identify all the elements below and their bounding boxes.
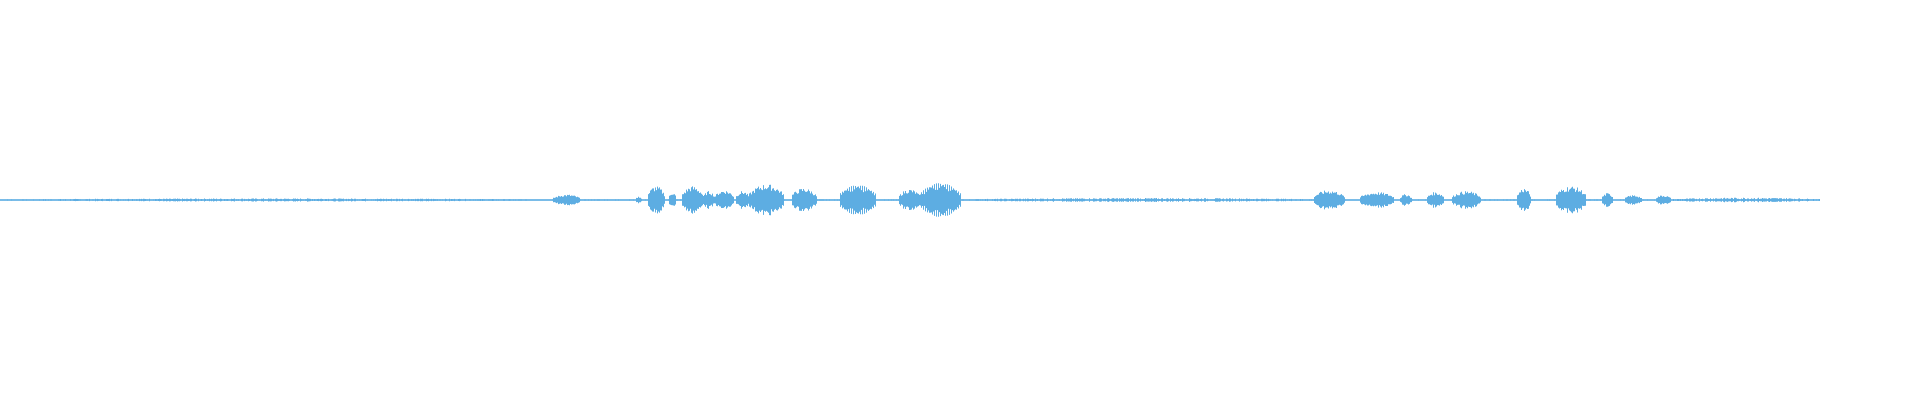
waveform-path bbox=[0, 183, 1820, 217]
